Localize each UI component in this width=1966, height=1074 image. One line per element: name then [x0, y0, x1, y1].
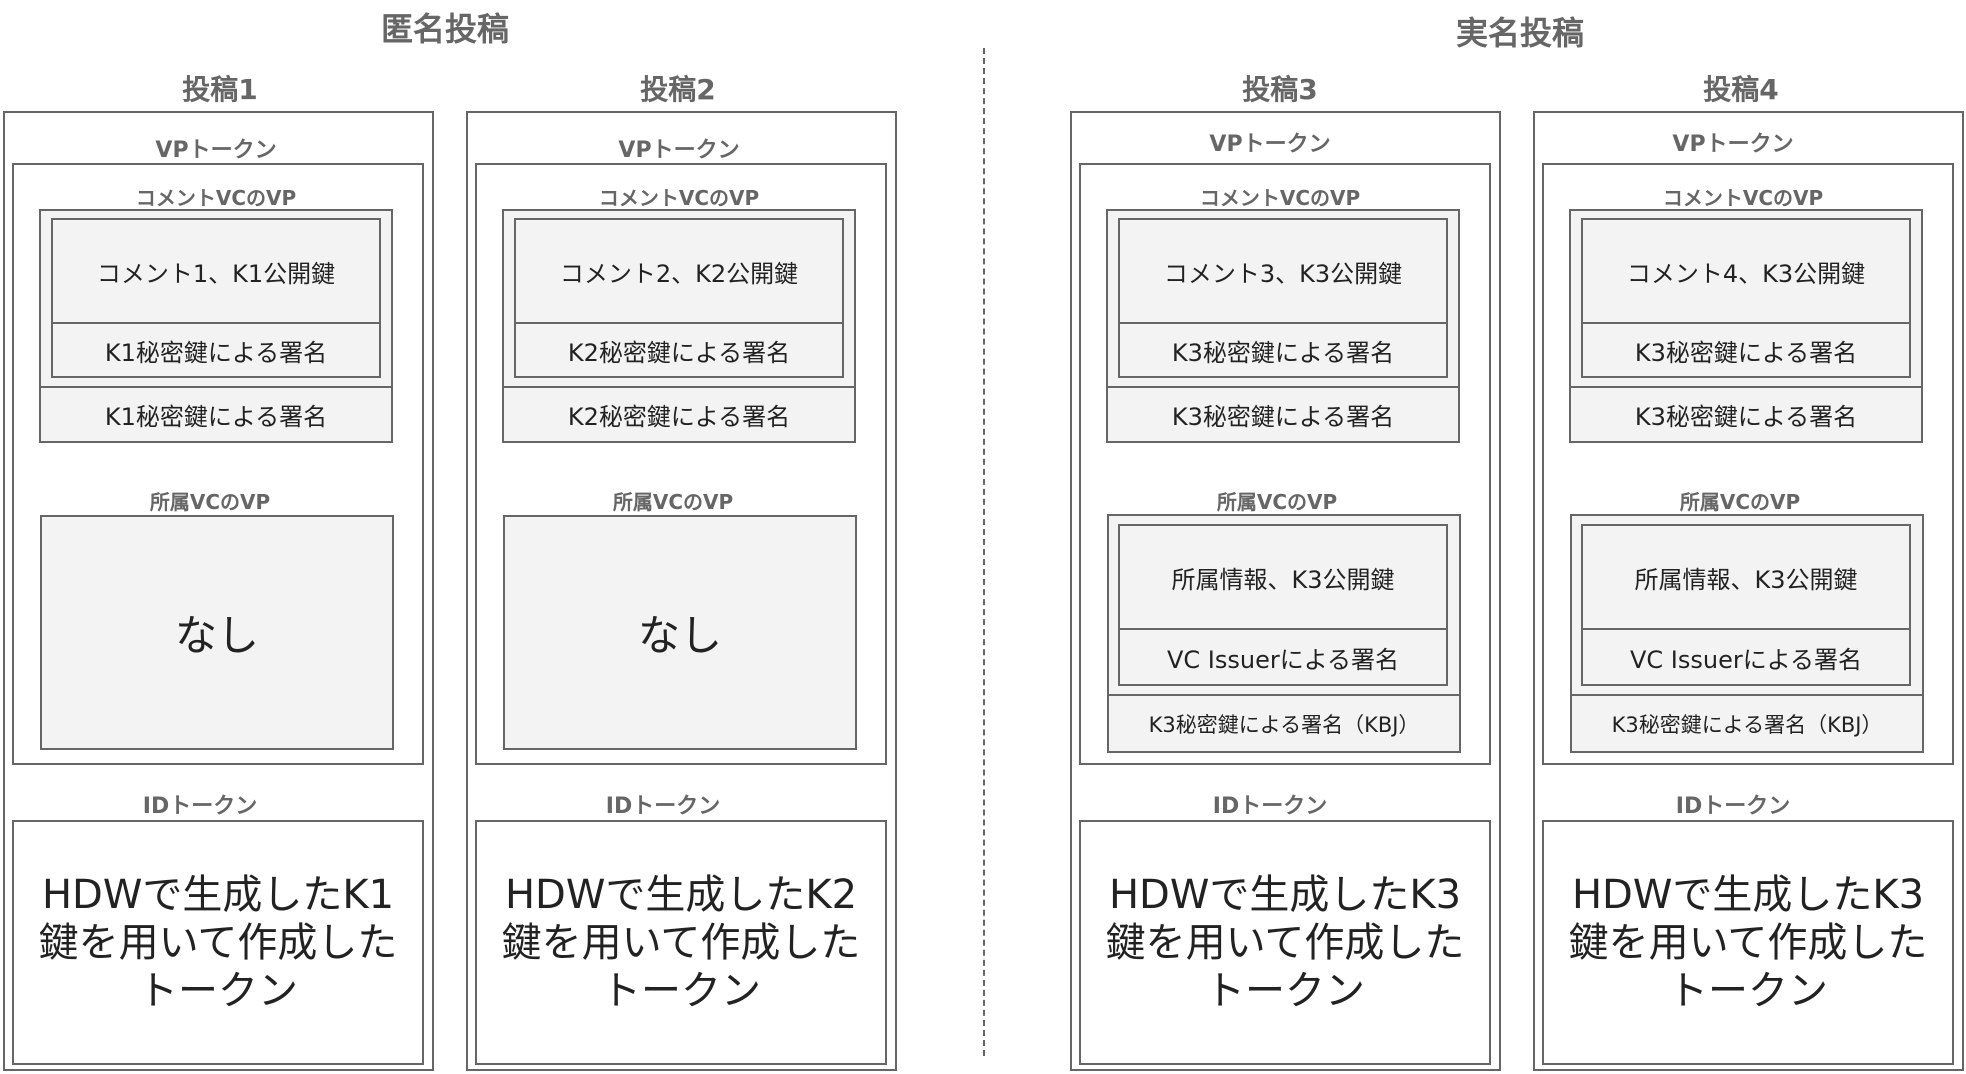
- affiliation-none-box: なし: [503, 515, 857, 750]
- group-title-named: 実名投稿: [1455, 14, 1584, 52]
- id-token-label: IDトークン: [605, 794, 721, 819]
- id-token-box: HDWで生成したK2鍵を用いて作成したトークン: [475, 820, 887, 1065]
- affiliation-content-box: 所属情報、K3公開鍵: [1581, 524, 1911, 630]
- comment-content-box: コメント4、K3公開鍵: [1581, 218, 1911, 324]
- vp-token-label: VPトークン: [618, 138, 740, 163]
- vp-token-label: VPトークン: [1672, 132, 1794, 157]
- id-token-label: IDトークン: [1675, 794, 1791, 819]
- outer-signature-box: K2秘密鍵による署名: [502, 386, 856, 443]
- outer-signature-box: K3秘密鍵による署名: [1569, 386, 1923, 443]
- comment-vc-vp-label: コメントVCのVP: [1199, 186, 1361, 210]
- post-title: 投稿2: [640, 73, 716, 106]
- vp-token-label: VPトークン: [1209, 132, 1331, 157]
- id-token-label: IDトークン: [142, 794, 258, 819]
- affiliation-vc-vp-label: 所属VCのVP: [1216, 490, 1338, 514]
- id-token-text: HDWで生成したK3鍵を用いて作成したトークン: [1568, 871, 1928, 1014]
- vp-token-label: VPトークン: [155, 138, 277, 163]
- inner-signature-box: K2秘密鍵による署名: [514, 322, 844, 378]
- id-token-box: HDWで生成したK3鍵を用いて作成したトークン: [1542, 820, 1954, 1065]
- inner-signature-box: K1秘密鍵による署名: [51, 322, 381, 378]
- id-token-text: HDWで生成したK3鍵を用いて作成したトークン: [1105, 871, 1465, 1014]
- group-divider: [983, 48, 985, 1056]
- affiliation-none-box: なし: [40, 515, 394, 750]
- affiliation-vc-vp-label: 所属VCのVP: [1679, 490, 1801, 514]
- id-token-box: HDWで生成したK1鍵を用いて作成したトークン: [12, 820, 424, 1065]
- outer-signature-box: K1秘密鍵による署名: [39, 386, 393, 443]
- id-token-box: HDWで生成したK3鍵を用いて作成したトークン: [1079, 820, 1491, 1065]
- kbj-signature-box: K3秘密鍵による署名（KBJ）: [1570, 694, 1924, 753]
- comment-vc-vp-label: コメントVCのVP: [598, 186, 760, 210]
- issuer-signature-box: VC Issuerによる署名: [1581, 628, 1911, 686]
- inner-signature-box: K3秘密鍵による署名: [1581, 322, 1911, 378]
- comment-vc-vp-label: コメントVCのVP: [1662, 186, 1824, 210]
- id-token-label: IDトークン: [1212, 794, 1328, 819]
- kbj-signature-box: K3秘密鍵による署名（KBJ）: [1107, 694, 1461, 753]
- affiliation-vc-vp-label: 所属VCのVP: [149, 490, 271, 514]
- comment-content-box: コメント1、K1公開鍵: [51, 218, 381, 324]
- comment-content-box: コメント3、K3公開鍵: [1118, 218, 1448, 324]
- outer-signature-box: K3秘密鍵による署名: [1106, 386, 1460, 443]
- comment-content-box: コメント2、K2公開鍵: [514, 218, 844, 324]
- id-token-text: HDWで生成したK2鍵を用いて作成したトークン: [501, 871, 861, 1014]
- comment-vc-vp-label: コメントVCのVP: [135, 186, 297, 210]
- affiliation-vc-vp-label: 所属VCのVP: [612, 490, 734, 514]
- inner-signature-box: K3秘密鍵による署名: [1118, 322, 1448, 378]
- post-title: 投稿4: [1703, 73, 1779, 106]
- post-title: 投稿1: [182, 73, 258, 106]
- post-title: 投稿3: [1242, 73, 1318, 106]
- issuer-signature-box: VC Issuerによる署名: [1118, 628, 1448, 686]
- affiliation-content-box: 所属情報、K3公開鍵: [1118, 524, 1448, 630]
- id-token-text: HDWで生成したK1鍵を用いて作成したトークン: [38, 871, 398, 1014]
- group-title-anonymous: 匿名投稿: [380, 10, 509, 48]
